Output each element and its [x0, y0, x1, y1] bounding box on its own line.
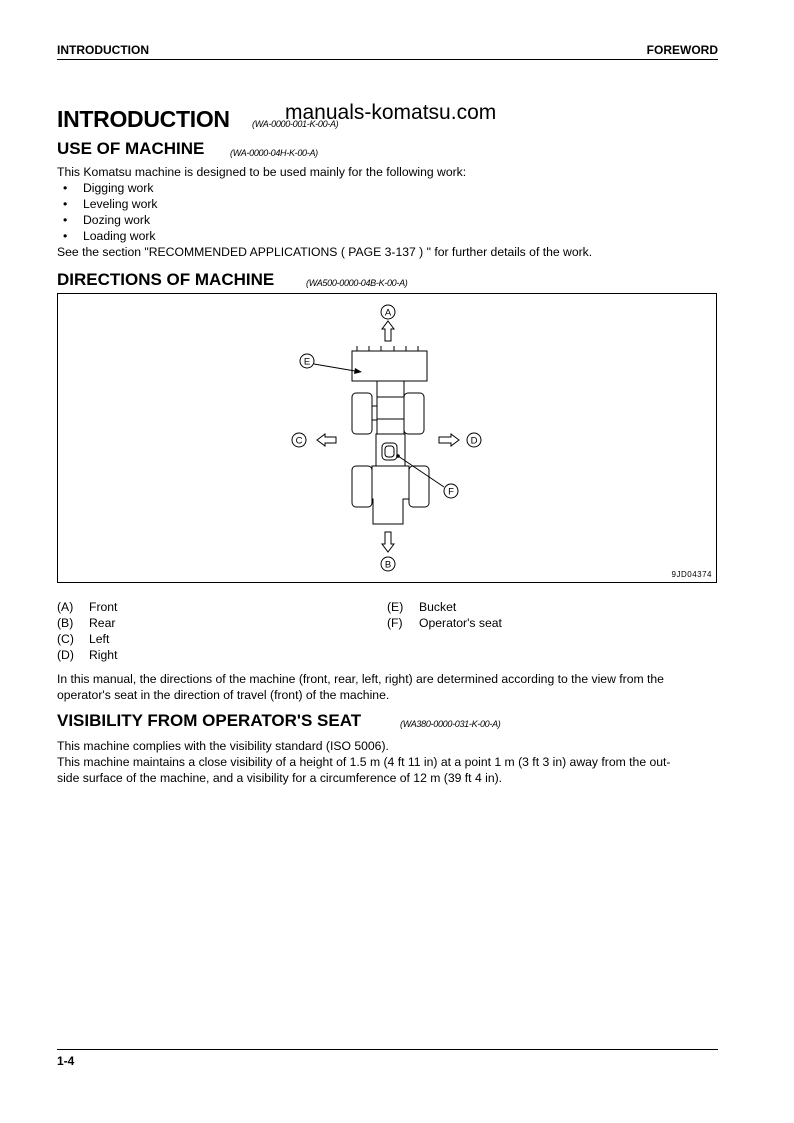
bucket-shape: [351, 350, 428, 382]
legend-key: (C): [57, 632, 74, 646]
visibility-line: This machine complies with the visibilit…: [57, 739, 389, 753]
label-a-circle: [380, 304, 396, 320]
machine-directions-figure: A B C D E F 9JD04374: [57, 293, 717, 583]
legend-right-column: (E) Bucket (F) Operator's seat: [387, 599, 502, 631]
legend-item: (F) Operator's seat: [387, 615, 502, 631]
list-item: Dozing work: [57, 212, 722, 228]
use-of-machine-body: This Komatsu machine is designed to be u…: [57, 164, 722, 260]
legend-key: (D): [57, 648, 74, 662]
legend-value: Operator's seat: [419, 616, 502, 630]
machine-directions-diagram: A B C D E F 9JD04374: [291, 304, 713, 579]
front-frame-shape: [376, 380, 405, 435]
directions-heading: DIRECTIONS OF MACHINE: [57, 270, 275, 289]
legend-key: (F): [387, 616, 403, 630]
legend-key: (A): [57, 600, 74, 614]
legend-item: (C) Left: [57, 631, 117, 647]
visibility-code: (WA380-0000-031-K-00-A): [400, 719, 501, 729]
rear-left-tire: [351, 465, 373, 508]
direction-label-c: C: [296, 436, 303, 447]
label-f-circle: [443, 483, 459, 499]
bucket-leader-line: [313, 363, 356, 372]
rear-right-tire: [408, 465, 430, 508]
cab-shape: [375, 433, 406, 467]
label-c-circle: [291, 432, 307, 448]
label-b-circle: [380, 556, 396, 572]
legend-item: (D) Right: [57, 647, 117, 663]
visibility-line: side surface of the machine, and a visib…: [57, 771, 503, 785]
part-label-e: E: [304, 357, 310, 368]
legend-value: Left: [89, 632, 110, 646]
list-item: Digging work: [57, 180, 722, 196]
header-chapter-title: FOREWORD: [646, 43, 718, 57]
use-of-machine-see-also: See the section "RECOMMENDED APPLICATION…: [57, 245, 593, 259]
legend-value: Rear: [89, 616, 116, 630]
visibility-line: This machine maintains a close visibilit…: [57, 755, 671, 769]
list-item: Leveling work: [57, 196, 722, 212]
legend-item: (E) Bucket: [387, 599, 502, 615]
legend-item: (B) Rear: [57, 615, 117, 631]
front-left-tire: [351, 392, 373, 435]
right-arrow-icon: [438, 433, 460, 447]
header-section-title: INTRODUCTION: [57, 43, 149, 57]
visibility-heading: VISIBILITY FROM OPERATOR'S SEAT: [57, 711, 362, 730]
direction-label-a: A: [385, 308, 392, 319]
label-d-circle: [466, 432, 482, 448]
label-e-circle: [299, 353, 315, 369]
direction-label-d: D: [471, 436, 478, 447]
direction-label-b: B: [385, 560, 391, 571]
front-right-tire: [403, 392, 425, 435]
directions-note-line: operator's seat in the direction of trav…: [57, 688, 390, 702]
list-item: Loading work: [57, 228, 722, 244]
legend-value: Front: [89, 600, 118, 614]
page-title: INTRODUCTION: [57, 106, 230, 132]
figure-id: 9JD04374: [672, 570, 713, 579]
directions-note: In this manual, the directions of the ma…: [57, 671, 722, 703]
watermark-text: manuals-komatsu.com: [285, 101, 497, 124]
rear-frame-shape: [371, 465, 410, 525]
legend-left-column: (A) Front (B) Rear (C) Left (D) Right: [57, 599, 117, 663]
use-of-machine-code: (WA-0000-04H-K-00-A): [230, 148, 318, 158]
use-of-machine-heading: USE OF MACHINE: [57, 139, 205, 158]
legend-value: Right: [89, 648, 118, 662]
use-of-machine-intro: This Komatsu machine is designed to be u…: [57, 165, 467, 179]
legend-item: (A) Front: [57, 599, 117, 615]
seat-leader-line: [397, 455, 445, 488]
legend-value: Bucket: [419, 600, 457, 614]
left-arrow-icon: [316, 433, 337, 447]
title-code: (WA-0000-001-K-00-A): [252, 119, 339, 129]
footer-rule: [57, 1049, 718, 1050]
part-label-f: F: [448, 487, 454, 498]
header-rule: [57, 59, 718, 60]
directions-note-line: In this manual, the directions of the ma…: [57, 672, 664, 686]
legend-key: (B): [57, 616, 74, 630]
page-number: 1-4: [57, 1054, 75, 1068]
operator-seat-shape: [381, 442, 398, 461]
legend-key: (E): [387, 600, 404, 614]
visibility-body: This machine complies with the visibilit…: [57, 738, 722, 786]
front-arrow-icon: [381, 320, 395, 342]
rear-arrow-icon: [381, 531, 395, 553]
directions-code: (WA500-0000-04B-K-00-A): [306, 278, 408, 288]
